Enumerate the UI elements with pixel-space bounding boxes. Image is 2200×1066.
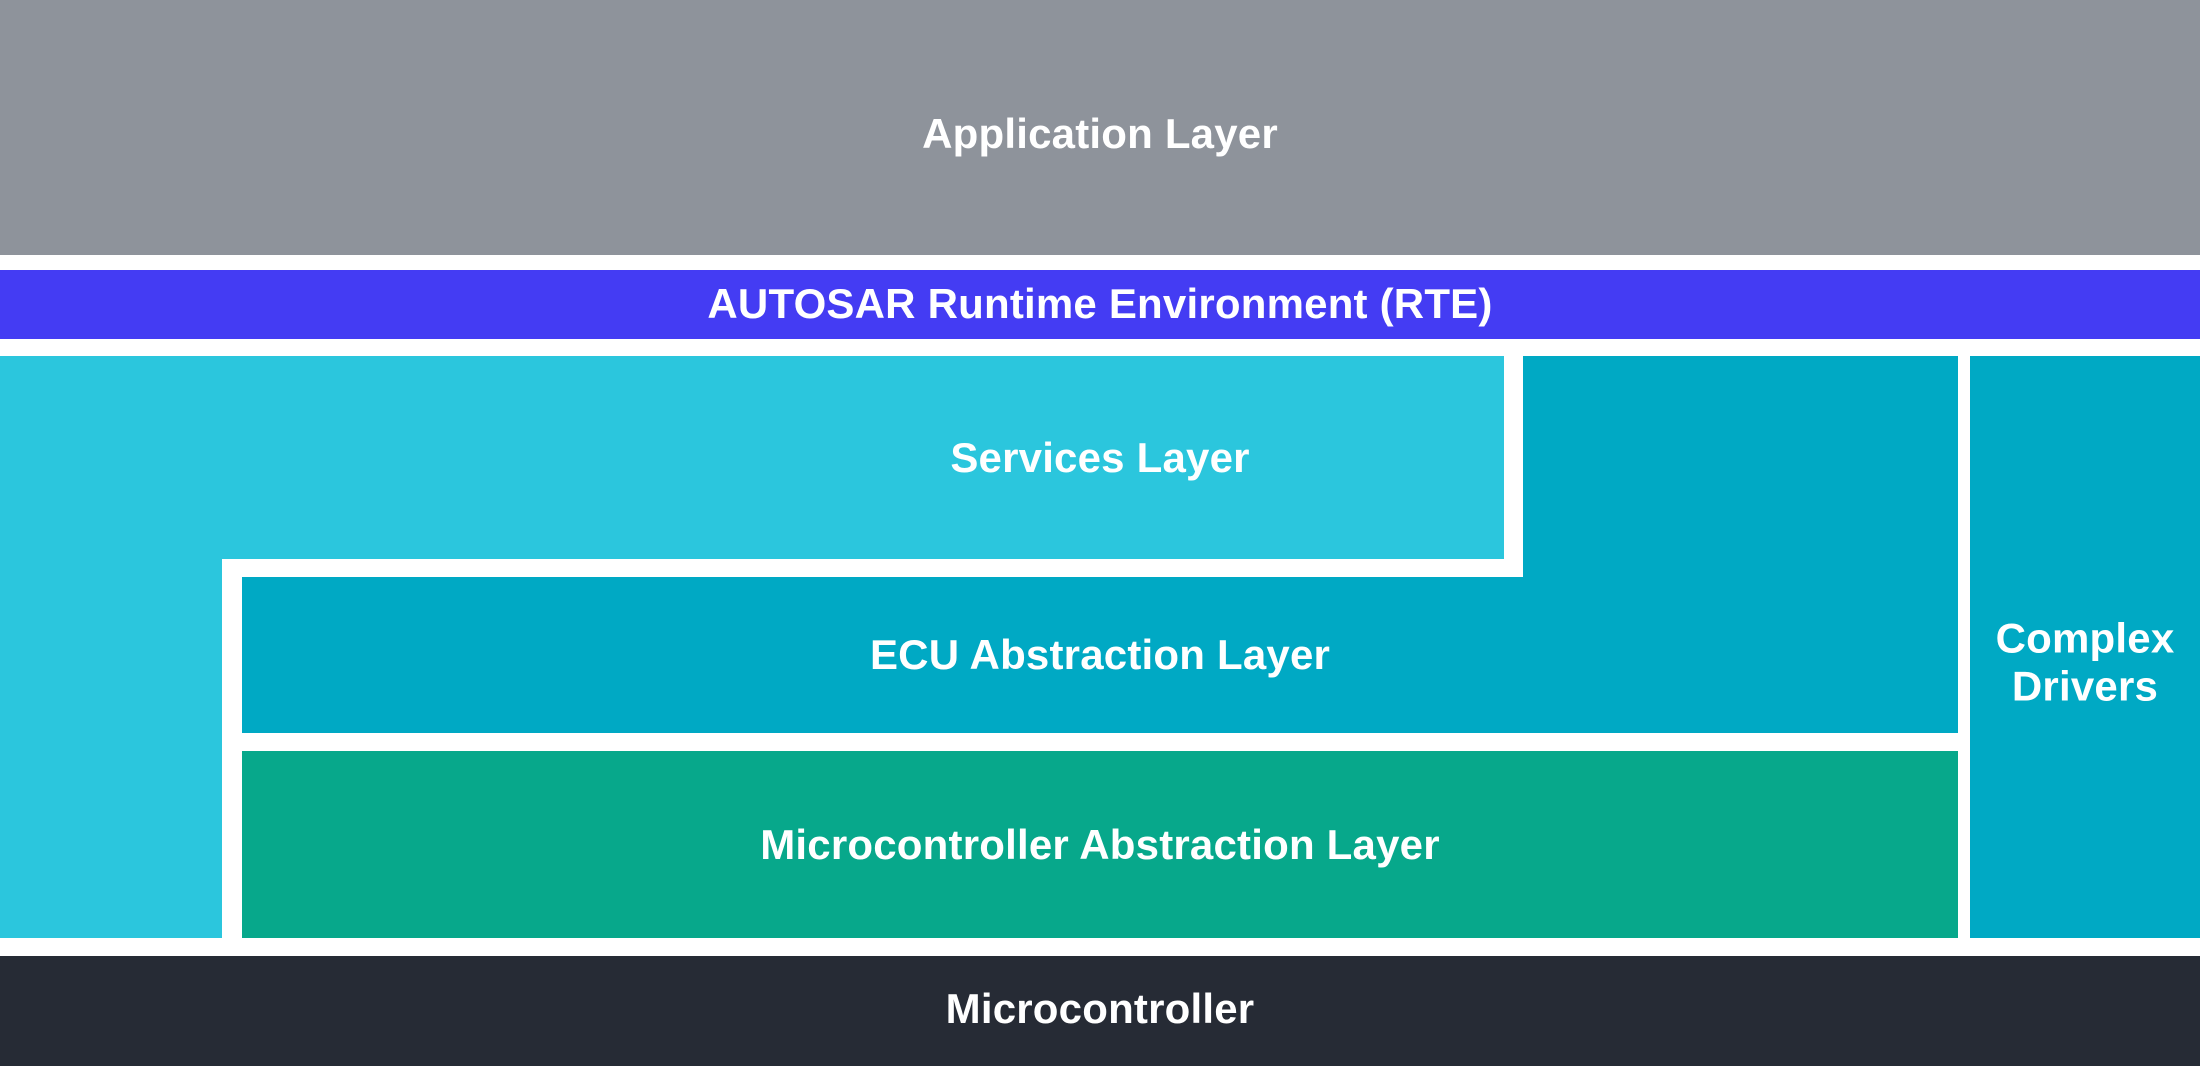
application-layer-label: Application Layer [922,109,1278,157]
complex-drivers-label: Complex Drivers [1995,614,2175,710]
ecu-abstraction-layer-label: ECU Abstraction Layer [869,630,1331,678]
application-layer-block [0,0,2200,255]
rte-label: AUTOSAR Runtime Environment (RTE) [707,279,1493,327]
services-layer-label: Services Layer [950,433,1250,481]
complex-drivers-block [1970,356,2200,938]
rte-bar-block [0,270,2200,339]
services-layer-block [0,356,1504,559]
ecu-abstraction-layer-block [242,577,1958,733]
microcontroller-label: Microcontroller [945,984,1255,1032]
microcontroller-abstraction-layer-label: Microcontroller Abstraction Layer [760,820,1440,868]
microcontroller-abstraction-layer-block [242,751,1958,938]
microcontroller-block [0,956,2200,1066]
